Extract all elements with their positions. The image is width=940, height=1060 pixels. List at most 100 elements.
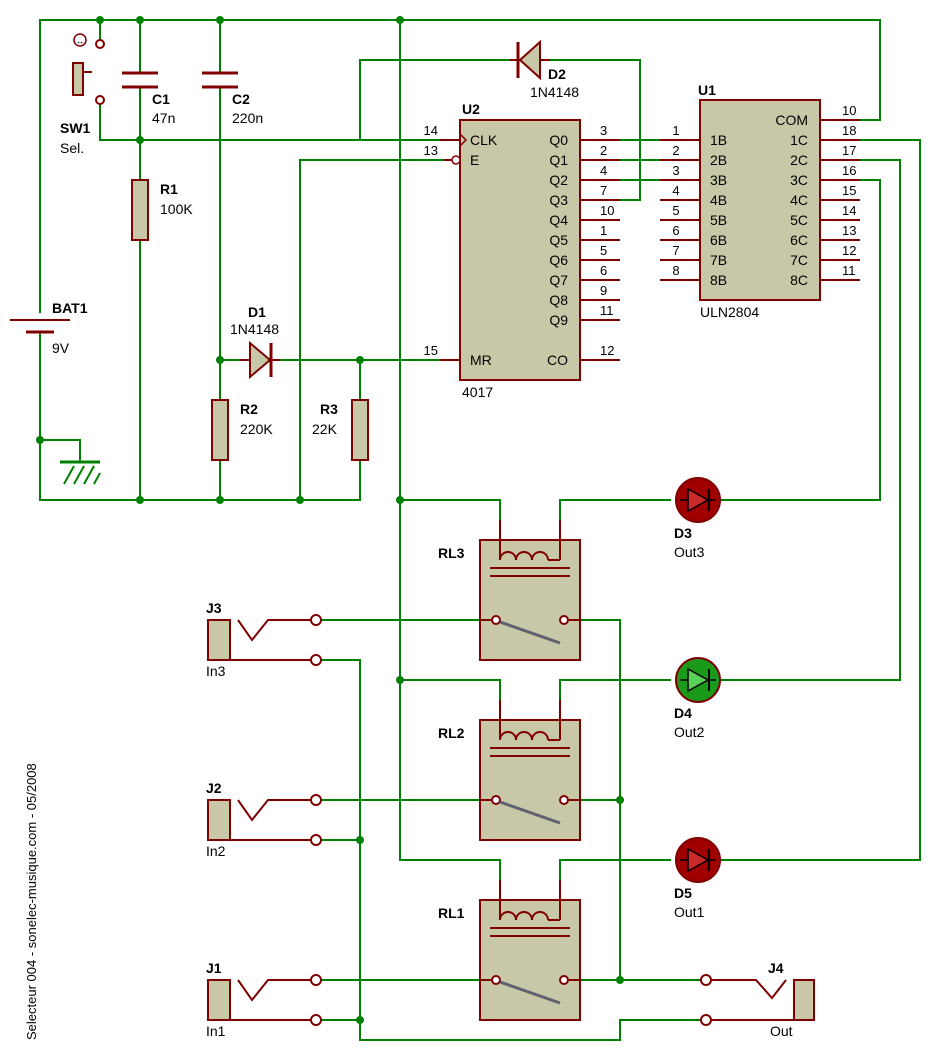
u1-pin-number: 18 (842, 123, 856, 138)
u2-pin-name: CO (547, 352, 568, 368)
u1-pin-name: 7B (710, 252, 727, 268)
u1-pin-name: 5C (790, 212, 808, 228)
rl1-ref: RL1 (438, 905, 465, 921)
d1-ref: D1 (248, 304, 266, 320)
ground-symbol (60, 460, 101, 485)
u1-ref: U1 (698, 82, 716, 98)
u1-pin-number: 3 (672, 163, 679, 178)
j4-ref: J4 (768, 960, 784, 976)
d4-ref: D4 (674, 705, 692, 721)
switch-sw1[interactable]: ↔ SW1 Sel. (60, 33, 105, 156)
c1-ref: C1 (152, 91, 170, 107)
u1-pin-number: 14 (842, 203, 856, 218)
relays (479, 520, 581, 1021)
d3-value: Out3 (674, 544, 705, 560)
u1-pin-number: 6 (672, 223, 679, 238)
u1-value: ULN2804 (700, 304, 759, 320)
led-d5 (675, 837, 721, 883)
j1-ref: J1 (206, 960, 222, 976)
leds (675, 477, 721, 883)
d2-ref: D2 (548, 66, 566, 82)
u1-pin-number: 8 (672, 263, 679, 278)
u2-pin-number: 5 (600, 243, 607, 258)
r2-ref: R2 (240, 401, 258, 417)
u2-pin-number: 6 (600, 263, 607, 278)
rl3-ref: RL3 (438, 545, 465, 561)
c2-value: 220n (232, 110, 263, 126)
r3-ref: R3 (320, 401, 338, 417)
u2-pin-number: 1 (600, 223, 607, 238)
diode-d2: D2 1N4148 (510, 39, 579, 100)
u2-pin-number: 15 (424, 343, 438, 358)
u2-pin-name: Q5 (549, 232, 568, 248)
capacitor-c1: C1 47n (122, 71, 175, 126)
r3-value: 22K (312, 421, 338, 437)
relay-1 (479, 880, 581, 1021)
u2-pin-number: 10 (600, 203, 614, 218)
sw1-value: Sel. (60, 140, 84, 156)
c1-value: 47n (152, 110, 175, 126)
d5-ref: D5 (674, 885, 692, 901)
u1-pin-name: 6B (710, 232, 727, 248)
u1-pin-name: 5B (710, 212, 727, 228)
u2-pin-name: MR (470, 352, 492, 368)
r1-ref: R1 (160, 181, 178, 197)
j3-ref: J3 (206, 600, 222, 616)
capacitor-c2: C2 220n (202, 71, 263, 126)
jack-j2 (207, 794, 322, 846)
u2-pin-name: Q6 (549, 252, 568, 268)
u2-value: 4017 (462, 384, 493, 400)
j1-value: In1 (206, 1023, 226, 1039)
u2-pin-name: Q1 (549, 152, 568, 168)
u2-pin-name: Q4 (549, 212, 568, 228)
d5-value: Out1 (674, 904, 705, 920)
u1-pin-name: 8C (790, 272, 808, 288)
u2-pin-number: 9 (600, 283, 607, 298)
u1-pin-name: COM (775, 112, 808, 128)
diode-d1: D1 1N4148 (230, 304, 280, 380)
d4-value: Out2 (674, 724, 705, 740)
j4-value: Out (770, 1023, 793, 1039)
battery-bat1: BAT1 9V (10, 300, 88, 356)
u1-pin-number: 12 (842, 243, 856, 258)
u2-ref: U2 (462, 101, 480, 117)
svg-text:↔: ↔ (76, 36, 85, 46)
u2-pin-number: 3 (600, 123, 607, 138)
jacks (207, 614, 815, 1026)
u1-pin-number: 13 (842, 223, 856, 238)
u1-pin-name: 7C (790, 252, 808, 268)
j2-value: In2 (206, 843, 226, 859)
u1-pin-number: 10 (842, 103, 856, 118)
u1-pin-number: 17 (842, 143, 856, 158)
bat1-ref: BAT1 (52, 300, 88, 316)
u2-pin-name: CLK (470, 132, 498, 148)
led-d4 (675, 657, 721, 703)
jack-j3 (207, 614, 322, 666)
u1-pin-name: 1C (790, 132, 808, 148)
relay-2 (479, 700, 581, 841)
u2-pin-name: Q2 (549, 172, 568, 188)
u2-pin-name: Q8 (549, 292, 568, 308)
u1-pin-name: 3B (710, 172, 727, 188)
u1-pin-name: 3C (790, 172, 808, 188)
u1-pin-number: 5 (672, 203, 679, 218)
j2-ref: J2 (206, 780, 222, 796)
u1-pin-number: 7 (672, 243, 679, 258)
d3-ref: D3 (674, 525, 692, 541)
resistor-r3: R3 22K (312, 399, 369, 461)
led-d3 (675, 477, 721, 523)
u1-pin-number: 15 (842, 183, 856, 198)
jack-j4 (700, 974, 815, 1026)
r1-value: 100K (160, 201, 193, 217)
u2-pin-number: 13 (424, 143, 438, 158)
u2-pin-number: 4 (600, 163, 607, 178)
u2-pin-name: Q9 (549, 312, 568, 328)
j3-value: In3 (206, 663, 226, 679)
u2-pin-number: 2 (600, 143, 607, 158)
u1-pin-name: 6C (790, 232, 808, 248)
r2-value: 220K (240, 421, 273, 437)
